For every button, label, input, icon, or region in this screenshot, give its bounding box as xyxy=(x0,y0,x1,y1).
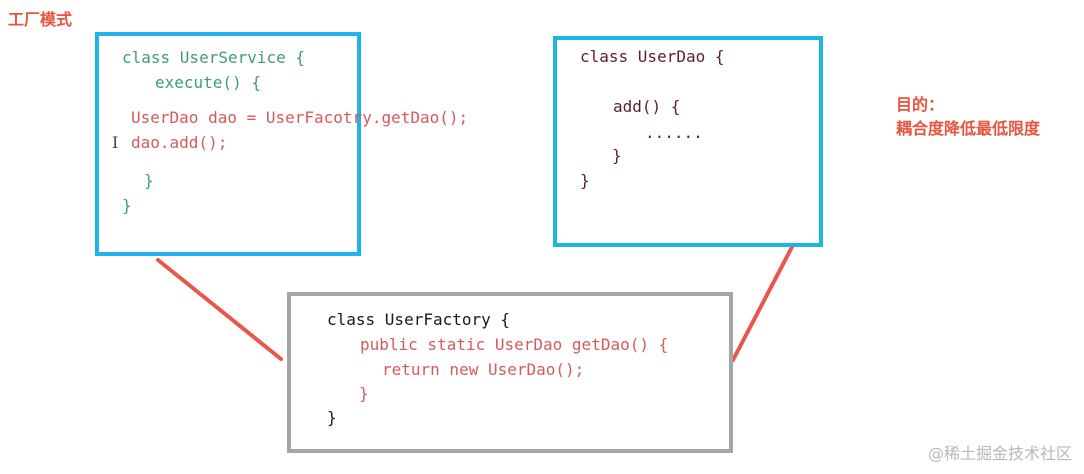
user-factory-box xyxy=(287,292,733,453)
user-dao-body-line: ...... xyxy=(645,123,703,142)
user-service-add-line: dao.add(); xyxy=(131,133,228,152)
user-dao-method-close: } xyxy=(612,146,622,165)
user-service-class-line: class UserService { xyxy=(122,48,306,67)
goal-heading: 目的： xyxy=(896,95,945,114)
user-factory-class-close: } xyxy=(327,408,337,427)
user-service-dao-line: UserDao dao = UserFacotry.getDao(); xyxy=(131,108,469,127)
user-service-box xyxy=(95,32,361,256)
user-factory-return-line: return new UserDao(); xyxy=(382,360,585,379)
user-factory-method-line: public static UserDao getDao() { xyxy=(360,335,669,354)
connector-service-to-factory xyxy=(156,258,283,361)
user-service-method-line: execute() { xyxy=(155,73,261,92)
user-service-class-close: } xyxy=(122,196,132,215)
text-cursor-icon: I xyxy=(112,133,119,152)
user-factory-method-close: } xyxy=(359,384,369,403)
user-dao-class-close: } xyxy=(580,171,590,190)
user-service-method-close: } xyxy=(144,171,154,190)
watermark: @稀土掘金技术社区 xyxy=(927,444,1072,463)
goal-text: 耦合度降低最低限度 xyxy=(896,119,1041,138)
user-dao-class-line: class UserDao { xyxy=(580,47,725,66)
user-dao-method-line: add() { xyxy=(613,97,681,116)
user-factory-class-line: class UserFactory { xyxy=(327,310,511,329)
diagram-title: 工厂模式 xyxy=(8,10,73,29)
goal-note: 目的： 耦合度降低最低限度 xyxy=(896,93,1040,141)
connector-dao-to-factory xyxy=(731,245,794,362)
user-dao-box xyxy=(553,36,823,247)
